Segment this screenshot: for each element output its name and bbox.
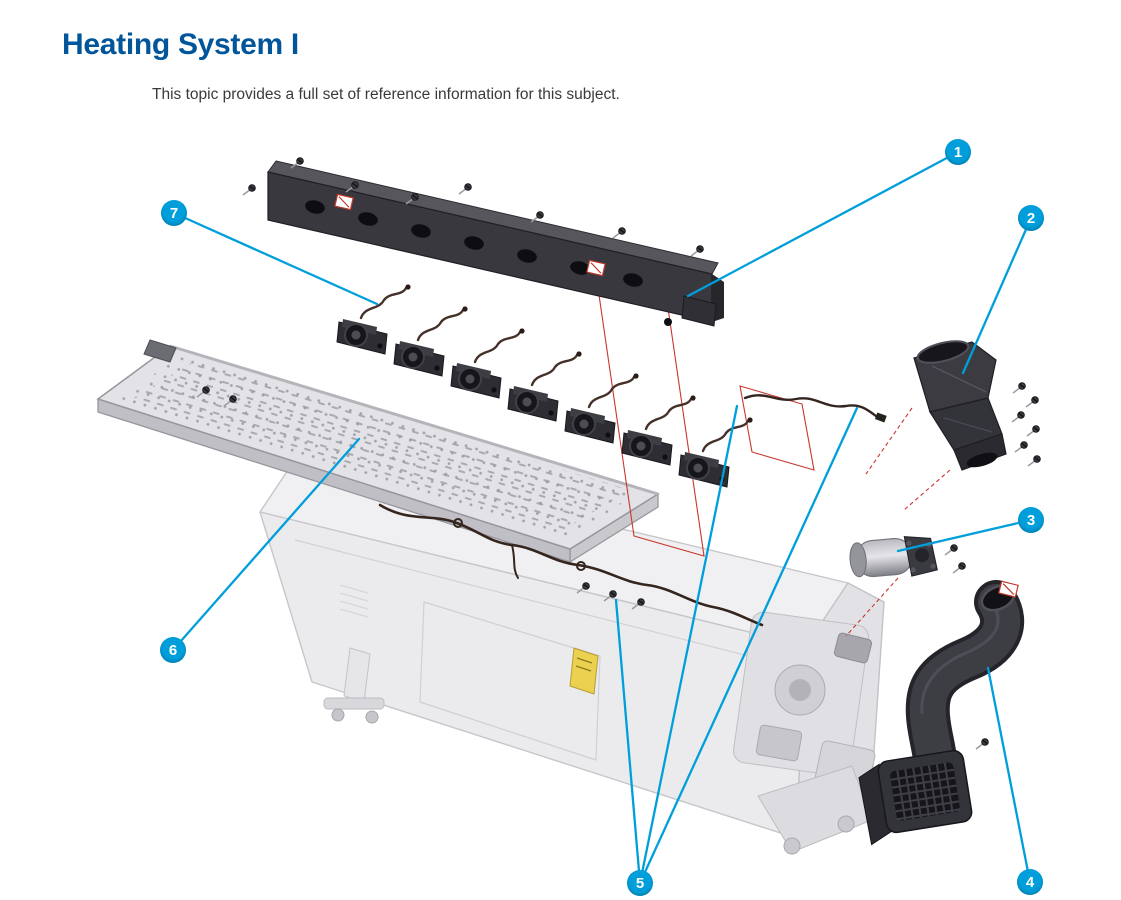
- callout-5: 5: [627, 870, 653, 896]
- callout-6: 6: [160, 637, 186, 663]
- cable-harness: [378, 394, 887, 627]
- callout-4: 4: [1017, 869, 1043, 895]
- callout-1: 1: [945, 139, 971, 165]
- page-title: Heating System I: [62, 28, 299, 61]
- vapor-duct-upper: [913, 340, 1007, 471]
- bar-label-left: [334, 193, 354, 211]
- leader-2: [961, 216, 1033, 375]
- leader-1: [686, 150, 960, 298]
- bar-label-right: [586, 259, 606, 277]
- duct-screws: [1011, 381, 1042, 467]
- heater-cover-bar: [267, 160, 724, 327]
- callout-3: 3: [1018, 507, 1044, 533]
- leader-6: [171, 437, 361, 652]
- leader-5a: [614, 598, 642, 885]
- leader-3: [896, 518, 1033, 553]
- duct-label: [998, 580, 1019, 598]
- leader-4: [986, 666, 1032, 884]
- warning-label: [569, 647, 599, 695]
- vapor-duct-lower: [858, 580, 1025, 846]
- callout-2: 2: [1018, 205, 1044, 231]
- leader-5b: [638, 404, 739, 885]
- callout-7: 7: [161, 200, 187, 226]
- page-intro: This topic provides a full set of refere…: [152, 86, 620, 103]
- callout-leader-lines: [171, 150, 1033, 885]
- heater-motor: [849, 536, 938, 578]
- leader-5c: [638, 406, 859, 885]
- leader-7: [172, 211, 379, 306]
